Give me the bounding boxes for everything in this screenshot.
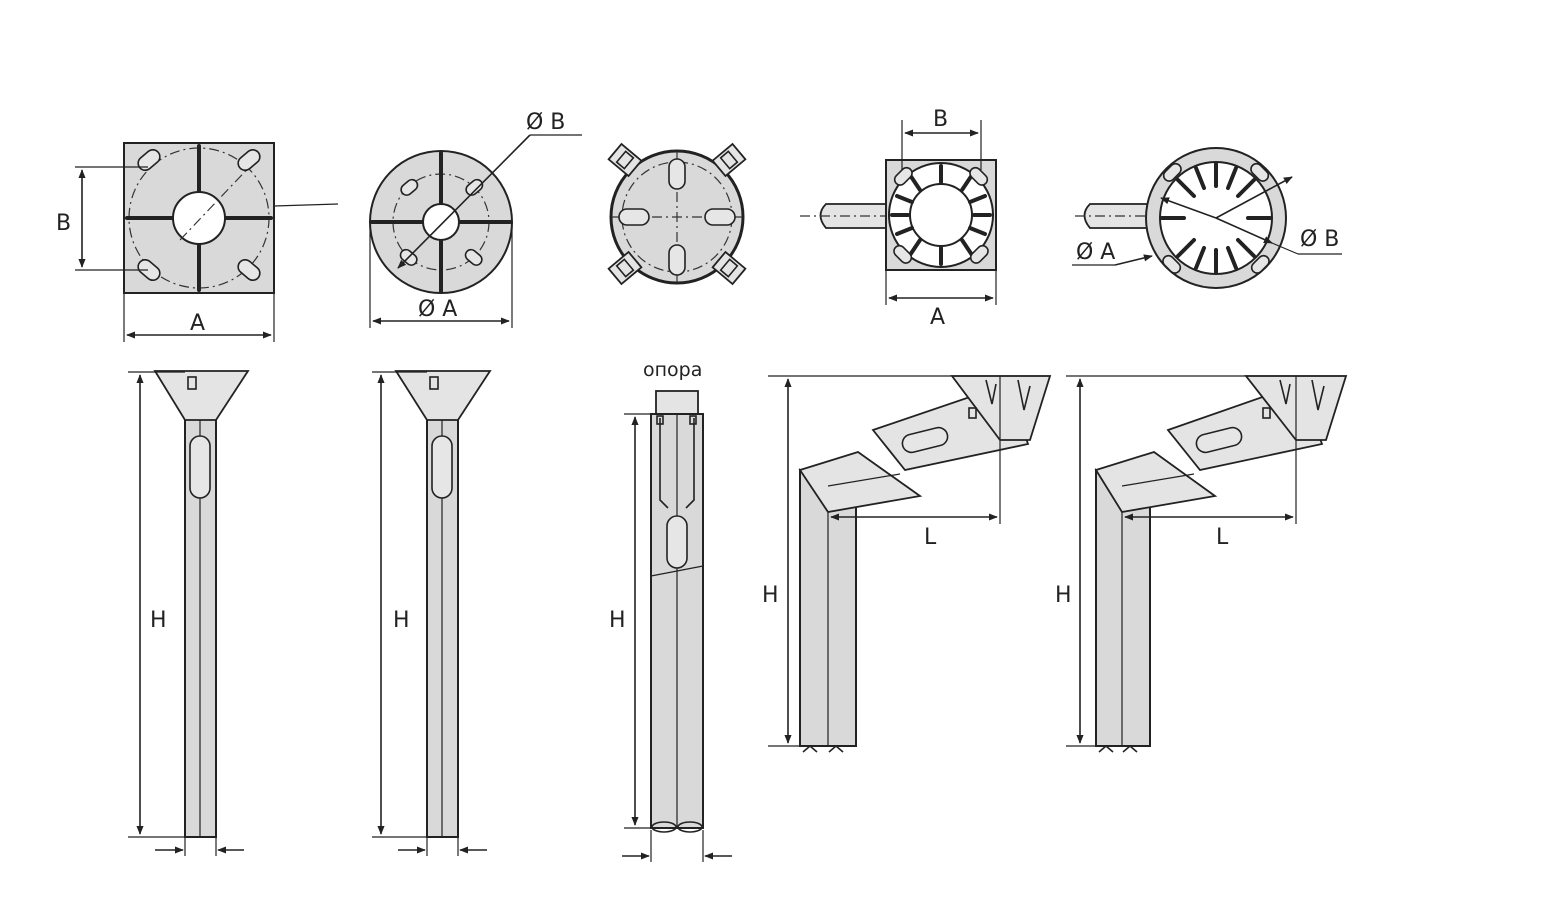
dim-h-label-1: H	[150, 608, 167, 633]
clamp-bolt-bottom-right	[711, 250, 747, 286]
clamp-bolt-top-right	[711, 142, 747, 178]
clamp-bolt-bottom-left	[607, 250, 643, 286]
dim-h-label-2: H	[393, 608, 410, 633]
opora-label: опора	[643, 359, 702, 381]
elevation-bent-1: H L	[762, 375, 1052, 753]
dim-b-label: B	[56, 211, 71, 236]
dim-h-label-5: H	[1055, 583, 1072, 608]
elevation-with-opora: опора H	[609, 359, 732, 862]
elevation-straight-1: H	[128, 370, 250, 856]
dim-dia-a-label: Ø A	[418, 297, 457, 322]
dim-a-square-ribbed-label: A	[930, 305, 945, 330]
dim-dia-b-label: Ø B	[526, 110, 565, 135]
plan-view-square-flange: B A	[56, 142, 339, 342]
dim-dia-a-round-ribbed-label: Ø A	[1076, 240, 1115, 265]
dim-h-label-3: H	[609, 608, 626, 633]
dim-b-square-ribbed-label: B	[933, 107, 948, 132]
ribs-round	[1160, 162, 1272, 274]
dim-dia-b-round-ribbed-label: Ø B	[1300, 227, 1339, 252]
ribs-square	[890, 164, 992, 266]
elevation-straight-2: H	[372, 370, 492, 856]
plan-view-round-ribbed: Ø B Ø A	[1072, 147, 1342, 289]
plan-view-square-ribbed: B A	[800, 107, 997, 330]
plan-view-clamp-ring	[607, 142, 747, 286]
elevation-bent-2: H L	[1055, 375, 1348, 753]
clamp-bolt-top-left	[607, 142, 643, 178]
dim-l-label-2: L	[1216, 525, 1229, 550]
dim-l-label-1: L	[924, 525, 937, 550]
dim-h-label-4: H	[762, 583, 779, 608]
plan-view-round-flange: Ø B Ø A	[369, 110, 582, 328]
dim-a-label: A	[190, 311, 205, 336]
